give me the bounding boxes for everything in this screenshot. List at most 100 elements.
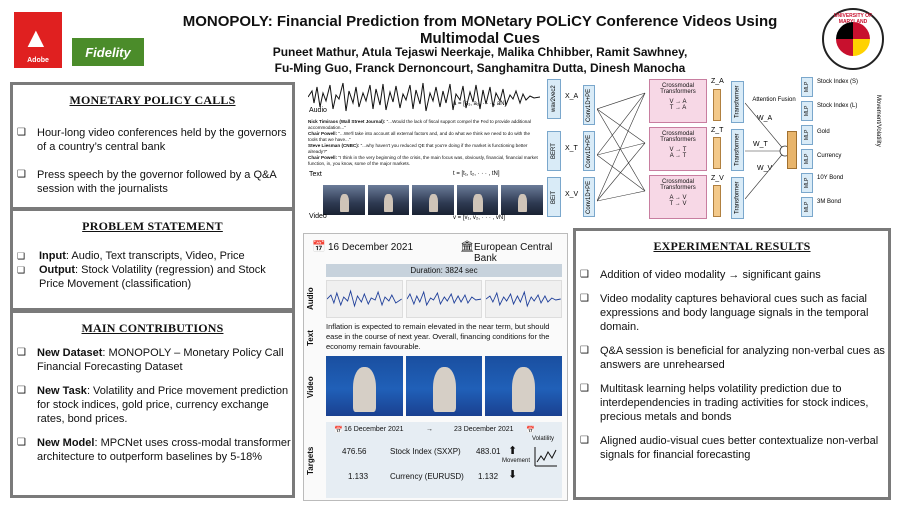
crossmodal-transformer-text: Crossmodal Transformers V → T A → T [649,127,707,171]
transformer-text: Transformer [731,129,744,171]
stock-end-value: 483.01 [476,447,501,456]
mlp-head: MLP [801,77,813,97]
wav2vec2-encoder: wav2vec2 [547,79,561,119]
audio-waveform [308,82,540,112]
arrow-right-icon: → [426,426,433,433]
stock-start-value: 476.56 [342,447,367,456]
row-label-targets: Targets [306,446,315,476]
volatility-label: Volatility [532,436,555,442]
wt-label: W_T [753,141,768,148]
video-frame [485,356,563,416]
fx-end-value: 1.132 [478,472,499,481]
calendar-icon: 📅 [526,427,535,434]
wv-label: W_V [757,165,773,172]
fx-start-value: 1.133 [348,472,369,481]
item-text: : Stock Volatility (regression) and Stoc… [39,264,266,290]
conv1d-pe-audio: Conv1D+PE [583,85,595,125]
list-item: Multitask learning helps volatility pred… [576,382,888,424]
output-label: Gold [817,129,830,135]
arrow-up-icon: ⬆ [508,445,518,457]
row-label-video: Video [306,376,315,398]
output-label: Stock Index (S) [817,79,859,85]
list-item: Q&A session is beneficial for analyzing … [576,344,888,372]
output-label: 10Y Bond [817,175,844,181]
volatility-chart-icon [534,447,557,467]
xv-label: X_V [565,191,579,198]
wa-label: W_A [757,115,773,122]
example-transcript: Inflation is expected to remain elevated… [326,322,550,351]
section-heading: PROBLEM STATEMENT [82,219,223,233]
monetary-policy-calls-panel: MONETARY POLICY CALLS Hour-long video co… [10,82,295,210]
row-label-audio: Audio [306,287,315,311]
movement-label: Movement [502,458,531,464]
mlp-head: MLP [801,173,813,193]
item-text: : MPCNet uses cross-modal transformer ar… [37,437,291,463]
crossmodal-transformer-video: Crossmodal Transformers A → V T → V [649,175,707,219]
authors-line-1: Puneet Mathur, Atula Tejaswi Neerkaje, M… [272,45,688,59]
duration-bar: Duration: 3824 sec [326,264,562,277]
fx-label: Currency (EURUSD) [390,472,464,481]
video-frame [323,185,365,215]
video-frames [323,185,543,215]
conv1d-pe-text: Conv1D+PE [583,131,595,171]
video-frame [367,185,410,215]
mpcnet-architecture-diagram: Audio â = [a₁, a₂, · · · , aN] Nick Timi… [303,75,895,227]
transformer-video: Transformer [731,177,744,219]
text-equation: t = [t₁, t₂, · · · , tN] [453,171,500,177]
conv1d-pe-video: Conv1D+PE [583,177,595,217]
calendar-icon: 📅 [312,241,326,253]
transformer-audio: Transformer [731,81,744,123]
za-label: Z_A [711,78,724,85]
ecb-example-figure: 📅 16 December 2021 🏛 European Central Ba… [303,233,568,501]
crossmodal-transformer-audio: Crossmodal Transformers V → A T → A [649,79,707,123]
zv-feature [713,185,721,217]
main-contributions-panel: MAIN CONTRIBUTIONS New Dataset: MONOPOLY… [10,310,295,498]
xt-label: X_T [565,145,578,152]
arrow-down-icon: ⬇ [508,469,518,481]
zt-label: Z_T [711,127,724,134]
list-item: Video modality captures behavioral cues … [576,292,888,334]
item-label: New Dataset [37,347,103,359]
item-label: New Task [37,385,87,397]
fused-representation [787,131,797,169]
video-label: Video [309,213,327,220]
poster-title: MONOPOLY: Financial Prediction from MONe… [182,13,778,47]
video-frame [326,356,403,416]
text-label: Text [309,171,322,178]
audio-label: Audio [309,107,327,114]
targets-box: 📅 16 December 2021 → 23 December 2021 📅 … [326,422,562,498]
item-label: Input [39,250,66,262]
output-label: Currency [817,153,842,159]
adobe-logo-text: Adobe [27,57,49,64]
list-item: New Dataset: MONOPOLY – Monetary Policy … [13,346,292,374]
audio-segment [326,280,403,318]
audio-segments [326,280,563,318]
video-frame [405,356,483,416]
list-item: Press speech by the governor followed by… [13,168,292,196]
zt-feature [713,137,721,169]
item-text: : Volatility and Price movement predicti… [37,385,289,425]
adobe-glyph-icon: ▲ [22,22,50,53]
row-label-text: Text [306,330,315,346]
section-heading: EXPERIMENTAL RESULTS [653,239,811,253]
za-feature [713,89,721,121]
list-item: New Task: Volatility and Price movement … [13,384,292,426]
video-frame [501,185,543,215]
item-label: Output [39,264,76,276]
mlp-head: MLP [801,197,813,217]
list-item: Output: Stock Volatility (regression) an… [13,263,292,291]
audio-segment [405,280,483,318]
xa-label: X_A [565,93,579,100]
audio-equation: â = [a₁, a₂, · · · , aN] [453,101,507,107]
item-text: : MONOPOLY – Monetary Policy Call Financ… [37,347,284,373]
calendar-icon: 📅 [334,427,343,434]
fidelity-logo: Fidelity [72,38,144,66]
output-label: Stock Index (L) [817,103,858,109]
video-frame [456,185,499,215]
target-start-date: 16 December 2021 [344,426,404,433]
crossmodal-connections [597,92,646,202]
list-item: Input: Audio, Text transcripts, Video, P… [13,249,292,263]
video-equation: v = [v₁, v₂, · · · , vN] [453,215,505,221]
mlp-head: MLP [801,125,813,145]
stock-label: Stock Index (SXXP) [390,447,461,456]
